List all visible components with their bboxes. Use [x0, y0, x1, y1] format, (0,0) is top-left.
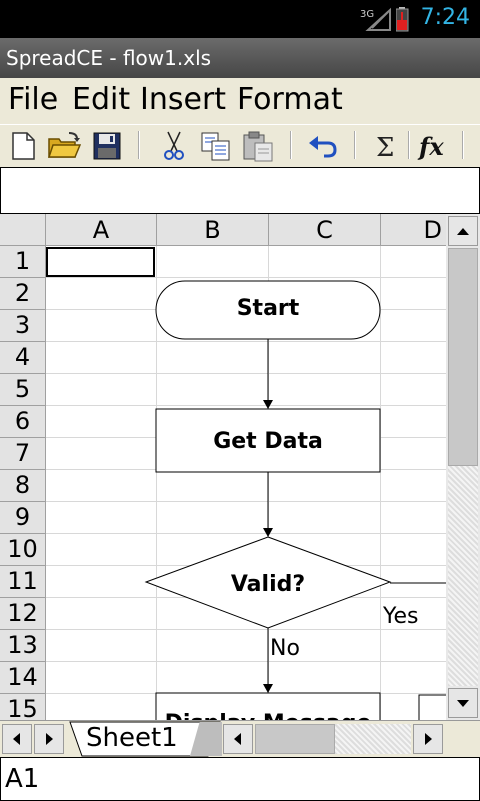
row-header[interactable]: 11: [0, 566, 46, 598]
row-header[interactable]: 7: [0, 438, 46, 470]
partial-shape: [418, 694, 446, 720]
arrow-left-icon: [234, 733, 241, 745]
sum-glyph: Σ: [376, 133, 394, 163]
grid-line: [380, 246, 381, 720]
grid-line: [46, 661, 446, 662]
sheet-tab-bar: Sheet1: [0, 720, 480, 757]
function-glyph: fx: [417, 132, 444, 161]
grid-line: [156, 246, 157, 720]
clock: 7:24: [420, 5, 470, 30]
grid-line: [46, 277, 446, 278]
paste-icon[interactable]: [241, 129, 275, 163]
cell-reference: A1: [5, 764, 40, 794]
row-header[interactable]: 12: [0, 598, 46, 630]
row-header[interactable]: 3: [0, 310, 46, 342]
selected-cell[interactable]: [46, 247, 155, 277]
new-document-icon[interactable]: [6, 129, 40, 163]
get-data-process[interactable]: [155, 408, 381, 473]
network-type: 3G: [360, 9, 374, 20]
arrow-right-icon: [425, 733, 432, 745]
grid-line: [46, 501, 446, 502]
sheet-tab[interactable]: [68, 721, 224, 757]
row-header[interactable]: 8: [0, 470, 46, 502]
toolbar-separator: [354, 131, 356, 159]
yes-label: Yes: [382, 604, 419, 629]
undo-icon[interactable]: [306, 129, 340, 163]
toolbar-separator: [290, 131, 292, 159]
select-all-corner[interactable]: [0, 214, 46, 246]
sheet-tab-label: Sheet1: [86, 723, 178, 753]
vertical-scrollbar[interactable]: [446, 214, 480, 720]
menu-file[interactable]: File: [8, 82, 59, 117]
row-header[interactable]: 5: [0, 374, 46, 406]
menu-bar: File Edit Insert Format: [0, 78, 480, 125]
battery-icon: [396, 7, 409, 32]
row-header[interactable]: 2: [0, 278, 46, 310]
grid-line: [46, 629, 446, 630]
arrow-head: [263, 528, 273, 537]
display-message-process[interactable]: [155, 692, 381, 720]
start-label: Start: [237, 296, 300, 321]
column-header-d[interactable]: D: [381, 214, 446, 246]
scroll-down-button[interactable]: [448, 688, 478, 718]
save-icon[interactable]: [90, 129, 124, 163]
flowchart: Start Get Data Valid? Yes No Display Mes…: [144, 280, 446, 720]
row-header[interactable]: 13: [0, 630, 46, 662]
scroll-up-button[interactable]: [448, 216, 478, 246]
tab-scroll-right-button[interactable]: [34, 724, 64, 754]
grid-line: [46, 405, 446, 406]
cell-reference-box[interactable]: A1: [0, 757, 480, 801]
toolbar-separator: [462, 131, 464, 159]
hscroll-right-button[interactable]: [413, 724, 443, 754]
hscroll-left-button[interactable]: [223, 724, 253, 754]
copy-icon[interactable]: [199, 129, 233, 163]
row-header[interactable]: 15: [0, 694, 46, 720]
column-header-a[interactable]: A: [46, 214, 157, 246]
menu-insert[interactable]: Insert: [140, 82, 227, 117]
status-bar: 3G 7:24: [0, 0, 480, 38]
row-header[interactable]: 10: [0, 534, 46, 566]
grid-line: [46, 533, 446, 534]
spreadsheet-grid[interactable]: A B C D 1 2 3 4 5 6 7 8 9 10 11 12 13 14…: [0, 214, 446, 720]
grid-line: [46, 341, 446, 342]
row-header[interactable]: 6: [0, 406, 46, 438]
toolbar-separator: [408, 131, 410, 159]
grid-line: [46, 373, 446, 374]
decision-label: Valid?: [231, 572, 305, 597]
arrow-head: [263, 400, 273, 409]
menu-format[interactable]: Format: [237, 82, 343, 117]
title-bar: SpreadCE - flow1.xls: [0, 38, 480, 78]
arrow-down-icon: [457, 700, 469, 707]
toolbar: Σ fx: [0, 124, 480, 168]
arrow-left-icon: [13, 733, 20, 745]
row-header[interactable]: 14: [0, 662, 46, 694]
arrow-right-icon: [46, 733, 53, 745]
display-message-label: Display Message: [165, 711, 372, 720]
row-header[interactable]: 9: [0, 502, 46, 534]
menu-edit[interactable]: Edit: [72, 82, 131, 117]
formula-input[interactable]: [0, 167, 480, 214]
tab-scroll-left-button[interactable]: [2, 724, 32, 754]
scroll-thumb[interactable]: [448, 248, 478, 466]
hscroll-thumb[interactable]: [255, 724, 335, 754]
column-header-b[interactable]: B: [157, 214, 269, 246]
row-header[interactable]: 1: [0, 246, 46, 278]
row-header[interactable]: 4: [0, 342, 46, 374]
scroll-track[interactable]: [448, 466, 478, 686]
hscroll-track[interactable]: [335, 724, 411, 754]
open-folder-icon[interactable]: [47, 129, 81, 163]
arrow-head: [263, 684, 273, 693]
no-label: No: [270, 636, 300, 661]
arrow-up-icon: [457, 228, 469, 235]
app-title: SpreadCE - flow1.xls: [6, 46, 212, 70]
cut-icon[interactable]: [157, 129, 191, 163]
column-header-c[interactable]: C: [269, 214, 381, 246]
get-data-label: Get Data: [213, 429, 323, 454]
signal-icon: 3G: [360, 7, 391, 31]
sum-icon[interactable]: Σ: [369, 129, 403, 163]
function-icon[interactable]: fx: [416, 129, 450, 163]
toolbar-separator: [138, 131, 140, 159]
